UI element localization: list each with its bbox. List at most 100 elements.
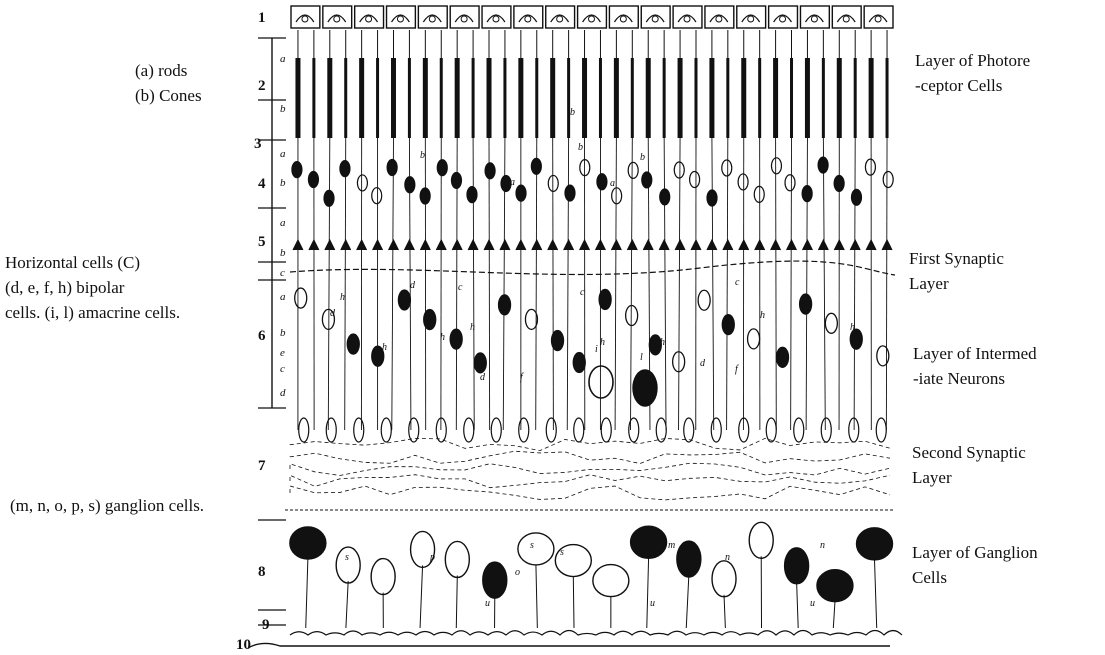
ganglion-cell-body [445, 541, 469, 577]
inner-segment [487, 58, 492, 138]
photoreceptor-nucleus [437, 160, 447, 176]
synaptic-pedicle [850, 240, 860, 250]
cell-letter: i [595, 344, 598, 355]
sublayer-letter: e [280, 347, 285, 359]
inner-segment [854, 58, 857, 138]
inner-segment [359, 58, 364, 138]
synaptic-pedicle [388, 240, 398, 250]
label-rods: (a) rods [135, 60, 187, 82]
synaptic-pedicle [420, 240, 430, 250]
fiber [806, 138, 807, 430]
cell-letter: b [578, 142, 583, 153]
inner-segment [869, 58, 874, 138]
cell-letter: f [520, 372, 524, 383]
bipolar-cell-body [424, 310, 436, 330]
inner-segment [376, 58, 379, 138]
synaptic-pedicle [643, 240, 653, 250]
sublayer-letter: a [280, 53, 286, 65]
ganglion-cell-body [785, 548, 809, 584]
label-first-synaptic-line1: First Synaptic [909, 248, 1004, 270]
axon [833, 602, 835, 628]
synaptic-plexus-bands [248, 261, 902, 648]
photoreceptor-nucleus [642, 172, 652, 188]
photoreceptor-nucleus [707, 190, 717, 206]
photoreceptor-nucleus [420, 188, 430, 204]
layer-number-5: 5 [258, 234, 266, 251]
fiber [328, 138, 330, 430]
inner-segment [741, 58, 746, 138]
pigment-cell-nucleus [302, 16, 308, 22]
sublayer-letter: c [280, 363, 285, 375]
ganglion-cell-body [857, 528, 893, 560]
fiber [664, 138, 666, 430]
label-photoreceptor-layer-line2: -ceptor Cells [915, 75, 1002, 97]
pigment-cell-nucleus [557, 16, 563, 22]
photoreceptor-nucleus [612, 188, 622, 204]
inner-segment [886, 58, 889, 138]
sublayer-letter: b [280, 247, 286, 259]
cell-letter: h [850, 322, 855, 333]
label-second-synaptic-line1: Second Synaptic [912, 442, 1026, 464]
photoreceptor-nucleus [467, 187, 477, 203]
layer-number-1: 1 [258, 10, 266, 27]
inner-segment [472, 58, 475, 138]
synaptic-bulb [519, 418, 529, 442]
bipolar-cell-body [800, 294, 812, 314]
synaptic-bulb [629, 418, 639, 442]
sublayer-letter: b [280, 327, 286, 339]
pigment-cell [832, 6, 861, 28]
photoreceptor-nucleus [865, 159, 875, 175]
pigment-cell-nucleus [811, 16, 817, 22]
axon [536, 565, 537, 628]
layer-number-3: 3 [254, 136, 262, 153]
pigment-cell [641, 6, 670, 28]
pigment-cell [578, 6, 607, 28]
pigment-epithelium-cells [291, 6, 893, 28]
cell-letter: c [735, 277, 740, 288]
synaptic-pedicle [595, 240, 605, 250]
fiber [727, 138, 728, 430]
photoreceptor-nucleus [802, 186, 812, 202]
pigment-cell [418, 6, 447, 28]
layer-number-10: 10 [236, 637, 251, 654]
synaptic-pedicle [580, 240, 590, 250]
pigment-cell-nucleus [875, 16, 881, 22]
pigment-cell-nucleus [461, 16, 467, 22]
pigment-cell [546, 6, 575, 28]
pigment-cell [355, 6, 384, 28]
axon [724, 595, 725, 628]
fiber [536, 138, 537, 430]
synaptic-bulb [574, 418, 584, 442]
photoreceptor-nucleus [738, 174, 748, 190]
photoreceptor-nucleus [785, 175, 795, 191]
inner-segment [678, 58, 683, 138]
photoreceptor-nucleus [565, 185, 575, 201]
sublayer-letter: a [280, 291, 286, 303]
synaptic-pedicle [834, 240, 844, 250]
photoreceptor-nucleus [324, 190, 334, 206]
inner-segment [295, 58, 300, 138]
synaptic-pedicle [723, 240, 733, 250]
photoreceptor-nucleus [851, 189, 861, 205]
pigment-cell [673, 6, 702, 28]
bipolar-cell-body [825, 313, 837, 333]
pigment-cell-nucleus [589, 16, 595, 22]
synaptic-bulb [794, 418, 804, 442]
inner-segment [773, 58, 778, 138]
axon [306, 559, 308, 628]
synaptic-bulb [326, 418, 336, 442]
synaptic-bulb [299, 418, 309, 442]
cell-letter: d [330, 308, 336, 319]
ganglion-cell-body [518, 533, 554, 565]
photoreceptor-nucleus [531, 158, 541, 174]
sublayer-letter: d [280, 387, 286, 399]
synaptic-pedicle [309, 240, 319, 250]
bipolar-cell-body [295, 288, 307, 308]
ganglion-cell-body [371, 559, 395, 595]
fiber [345, 138, 346, 430]
pigment-cell-nucleus [652, 16, 658, 22]
synaptic-pedicle [373, 240, 383, 250]
label-amacrine-cells: cells. (i, l) amacrine cells. [5, 302, 180, 324]
inner-limiting-membrane [248, 643, 890, 648]
bipolar-cell-body [777, 347, 789, 367]
